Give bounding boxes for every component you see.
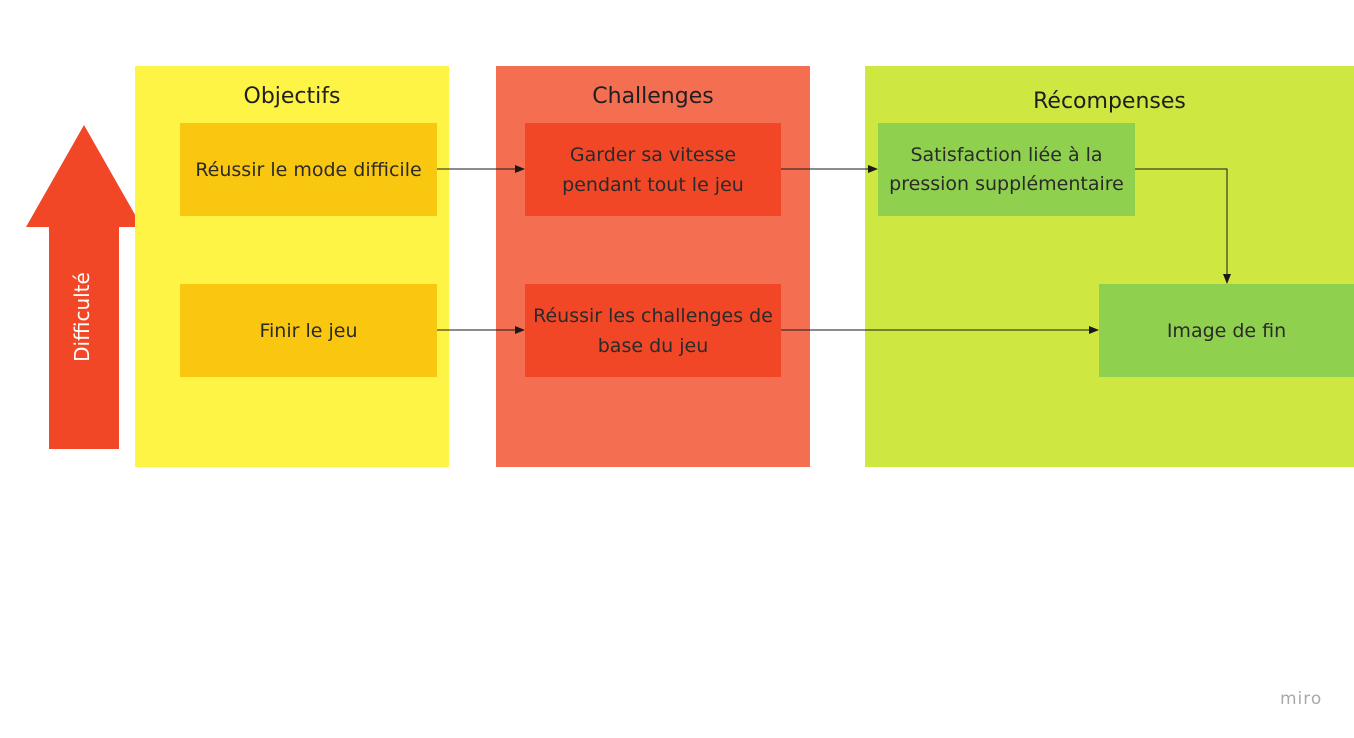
- panel-title-objectifs: Objectifs: [243, 84, 341, 109]
- card-finir-le-jeu[interactable]: Finir le jeu: [180, 284, 437, 377]
- card-garder-vitesse[interactable]: Garder sa vitesse pendant tout le jeu: [525, 123, 781, 216]
- card-reussir-mode-difficile[interactable]: Réussir le mode difficile: [180, 123, 437, 216]
- panel-title-recompenses: Récompenses: [1033, 89, 1186, 114]
- card-challenges-de-base[interactable]: Réussir les challenges de base du jeu: [525, 284, 781, 377]
- panel-title-challenges: Challenges: [592, 84, 714, 109]
- connector-satisfaction-to-image[interactable]: [1135, 168, 1231, 284]
- card-image-de-fin[interactable]: Image de fin: [1099, 284, 1354, 377]
- miro-watermark: miro: [1280, 689, 1323, 709]
- card-satisfaction[interactable]: Satisfaction liée à la pression suppléme…: [878, 123, 1135, 216]
- difficulty-arrow-icon: [26, 125, 142, 449]
